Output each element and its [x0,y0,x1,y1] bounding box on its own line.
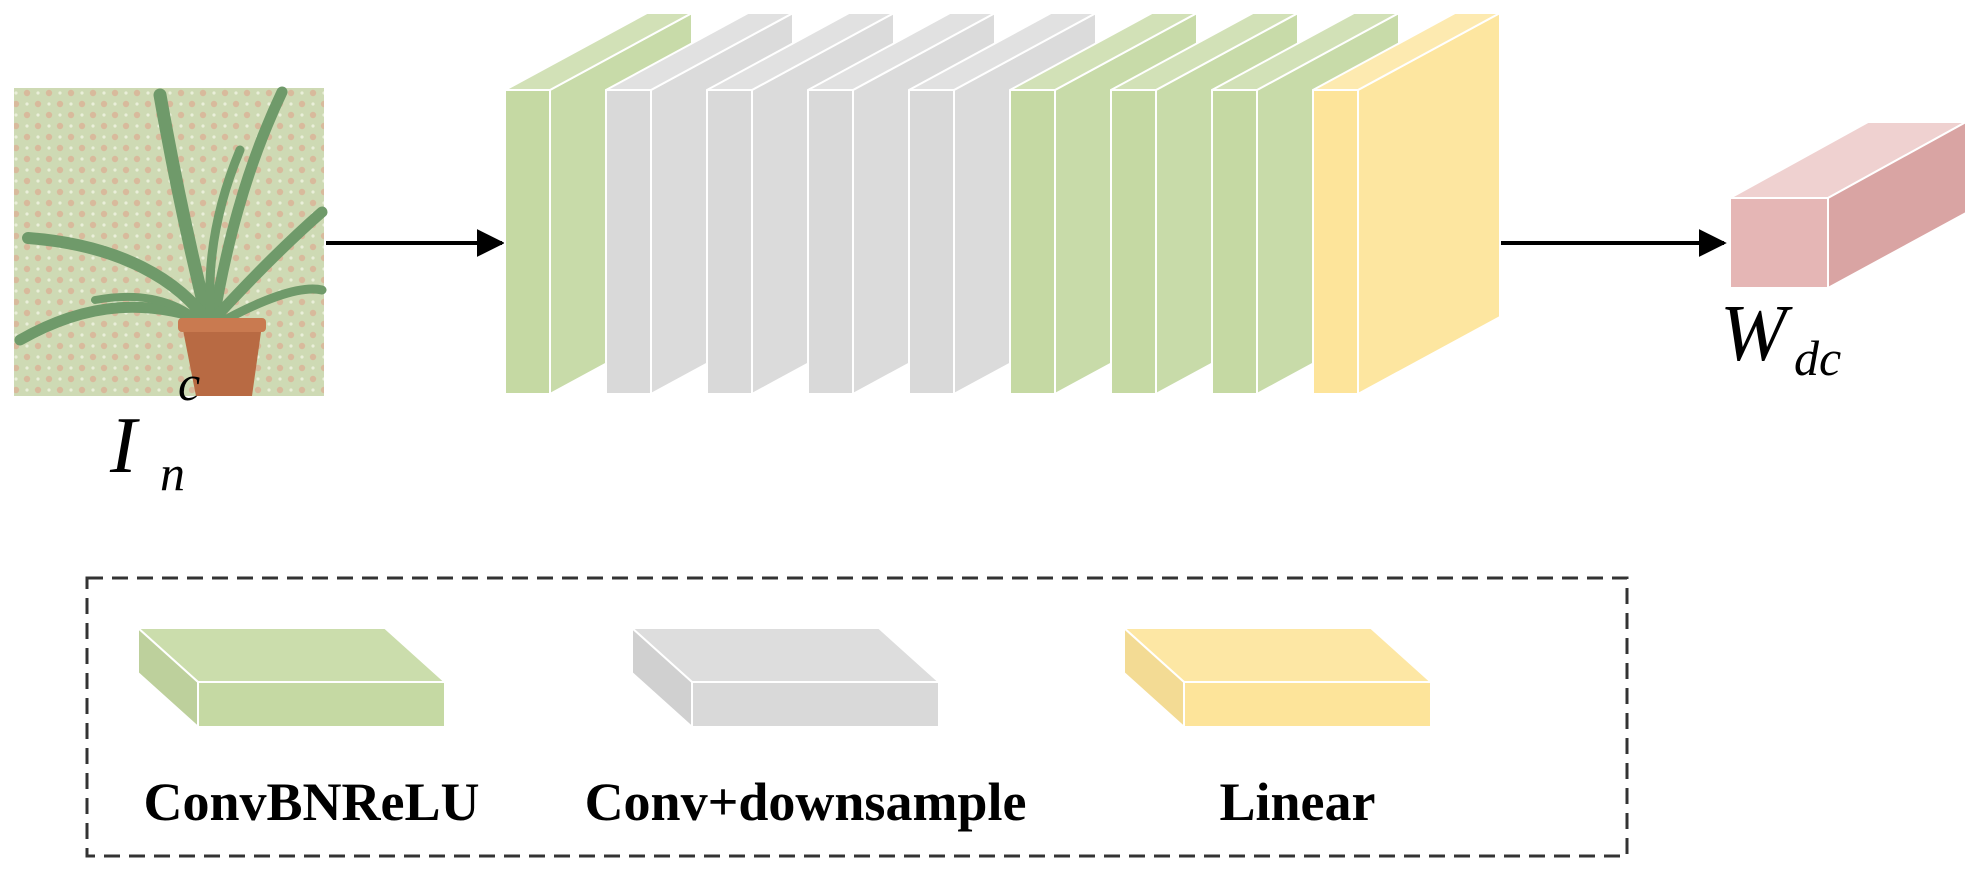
layer-front-face [605,89,652,395]
legend: ConvBNReLU Conv+downsample Linear [137,627,1432,832]
layer-front-face [1009,89,1056,395]
output-block [1729,120,1967,290]
output-block-front [1729,197,1829,289]
input-superscript: c [178,355,200,411]
legend-label: Conv+downsample [585,772,1027,832]
input-subscript: n [160,445,185,501]
legend-item: ConvBNReLU [137,627,480,832]
legend-swatch-front [1183,681,1432,728]
input-symbol: I [109,402,140,490]
legend-label: ConvBNReLU [143,772,479,832]
layer-front-face [807,89,854,395]
legend-swatch-front [197,681,446,728]
legend-label: Linear [1220,772,1376,832]
layer-front-face [706,89,753,395]
layer-stack [504,12,1501,395]
legend-swatch-front [691,681,940,728]
output-subscript: dc [1794,330,1841,386]
plant-pot [182,325,262,396]
layer-front-face [504,89,551,395]
layer-front-face [1312,89,1359,395]
output-label: W dc [1720,290,1841,386]
legend-item: Linear [1123,627,1432,832]
output-symbol: W [1720,290,1793,378]
legend-box [85,576,1629,858]
input-image [14,86,328,396]
layer-front-face [1211,89,1258,395]
layer-block [1312,12,1501,395]
legend-item: Conv+downsample [585,627,1027,832]
layer-front-face [908,89,955,395]
layer-front-face [1110,89,1157,395]
input-label: I n c [109,355,200,501]
